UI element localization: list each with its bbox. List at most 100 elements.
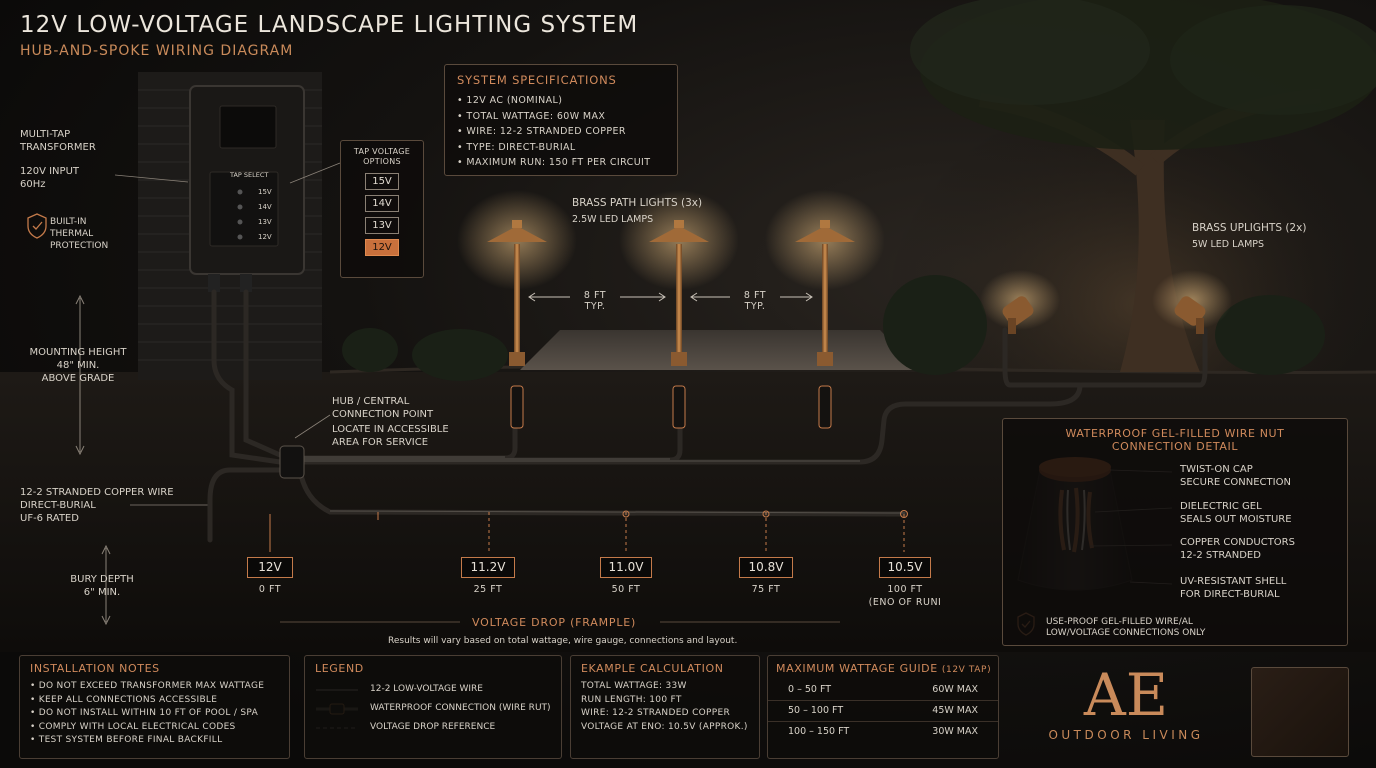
page-subtitle: HUB-AND-SPOKE WIRING DIAGRAM (20, 43, 294, 59)
install-heading: INSTALLATION NOTES (30, 662, 160, 675)
wattage-heading: MAXIMUM WATTAGE GUIDE (12V TAP) (776, 662, 992, 675)
wire-label: 12-2 STRANDED COPPER WIRE DIRECT-BURIAL … (20, 487, 174, 524)
tap-select-label: TAP SELECT (230, 171, 269, 179)
transformer-input: 120V INPUT 60Hz (20, 166, 79, 190)
install-note: • DO NOT INSTALL WITHIN 10 FT OF POOL / … (30, 708, 259, 718)
hub-connector (279, 445, 305, 479)
legend: LEGEND 12-2 LOW-VOLTAGE WIRE WATERPROOF C… (304, 655, 562, 759)
voltage-ticks (269, 510, 908, 552)
spec-item: • 12V AC (NOMINAL) (457, 95, 563, 106)
uplights-label: BRASS UPLIGHTS (2x) (1192, 222, 1307, 234)
wattage-max: 30W MAX (932, 726, 978, 737)
path-light-1 (457, 190, 577, 429)
wattage-row: 50 – 100 FT 45W MAX (768, 701, 998, 722)
distance-label: 50 FT (611, 584, 641, 595)
legend-item: VOLTAGE DROP REFERENCE (370, 722, 496, 732)
logo-badge (1251, 667, 1349, 757)
voltage-chip: 10.5V (879, 557, 931, 578)
calc-item: WIRE: 12-2 STRANDED COPPER (581, 708, 731, 718)
detail-heading: WATERPROOF GEL-FILLED WIRE NUT CONNECTIO… (1065, 427, 1285, 453)
wattage-max: 60W MAX (932, 684, 978, 695)
wattage-max: 45W MAX (932, 705, 978, 716)
legend-item: WATERPROOF CONNECTION (WIRE RUT) (370, 703, 551, 713)
brand-monogram: AE (1083, 661, 1169, 729)
tree (910, 0, 1376, 372)
legend-heading: LEGEND (315, 662, 364, 675)
detail-callout: COPPER CONDUCTORS 12-2 STRANDED (1180, 537, 1295, 561)
system-specifications: SYSTEM SPECIFICATIONS • 12V AC (NOMINAL)… (444, 64, 678, 176)
calc-item: RUN LENGTH: 100 FT (581, 694, 682, 705)
distance-label: 100 FT (ENO OF RUNI (868, 584, 942, 608)
wattage-range: 50 – 100 FT (788, 705, 844, 716)
detail-footnote: USE-PROOF GEL-FILLED WIRE/AL LOW/VOLTAGE… (1046, 617, 1206, 638)
thermal-protection: BUILT-IN THERMAL PROTECTION (50, 217, 109, 251)
spec-item: • TYPE: DIRECT-BURIAL (457, 141, 576, 153)
panel-tap-13: 13V (258, 218, 272, 226)
spacing-arrows (528, 292, 813, 302)
uplight-right (1152, 270, 1232, 334)
spec-item: • WIRE: 12-2 STRANDED COPPER (457, 126, 626, 137)
stone-path (520, 330, 918, 370)
shield-icon (27, 213, 47, 239)
transformer-label: MULTI-TAP TRANSFORMER (20, 129, 96, 153)
spec-item: • TOTAL WATTAGE: 60W MAX (457, 110, 606, 122)
transformer-box (189, 85, 305, 292)
path-light-3 (765, 190, 885, 429)
path-light-2 (619, 190, 739, 429)
leader-lines (114, 162, 341, 506)
distance-label: 0 FT (258, 584, 282, 595)
path-lights-label: BRASS PATH LIGHTS (3x) (572, 197, 703, 209)
spec-item: • MAXIMUM RUN: 150 FT PER CIRCUIT (457, 157, 651, 168)
spacing-label-2: 8 FT TYP. (743, 290, 767, 312)
distance-label: 75 FT (751, 584, 781, 595)
panel-tap-15: 15V (258, 188, 272, 196)
legend-item: 12-2 LOW-VOLTAGE WIRE (370, 684, 483, 694)
wattage-range: 0 – 50 FT (788, 684, 832, 695)
tap-option-13v: 13V (365, 217, 399, 234)
detail-callout: DIELECTRIC GEL SEALS OUT MOISTURE (1180, 501, 1292, 525)
detail-callout: UV-RESISTANT SHELL FOR DIRECT-BURIAL (1180, 576, 1287, 600)
calc-item: TOTAL WATTAGE: 33W (581, 681, 687, 691)
wire-nut-detail: WATERPROOF GEL-FILLED WIRE NUT CONNECTIO… (1002, 418, 1348, 646)
installation-notes: INSTALLATION NOTES • DO NOT EXCEED TRANS… (19, 655, 290, 759)
tap-options-list: 15V 14V 13V 12V (345, 173, 419, 256)
voltage-drop-title: VOLTAGE DROP (FRAMPLE) (472, 616, 637, 629)
install-note: • TEST SYSTEM BEFORE FINAL BACKFILL (30, 735, 223, 745)
mounting-dimension (75, 294, 111, 626)
path-lights-lamp: 2.5W LED LAMPS (572, 214, 654, 225)
brand: AE OUTDOOR LIVING (1030, 662, 1222, 742)
wattage-range: 100 – 150 FT (788, 726, 850, 737)
tap-voltage-options: TAP VOLTAGE OPTIONS 15V 14V 13V 12V (340, 140, 424, 278)
wattage-row: 0 – 50 FT 60W MAX (768, 680, 998, 701)
voltage-chip: 11.0V (600, 557, 652, 578)
bury-depth: BURY DEPTH 6" MIN. (70, 574, 134, 598)
specs-heading: SYSTEM SPECIFICATIONS (457, 73, 617, 87)
distance-label: 25 FT (473, 584, 503, 595)
shrubs (342, 275, 1325, 381)
uplights-lamp: 5W LED LAMPS (1192, 239, 1265, 250)
install-note: • KEEP ALL CONNECTIONS ACCESSIBLE (30, 694, 218, 705)
example-calculation: EKAMPLE CALCULATION TOTAL WATTAGE: 33W RU… (570, 655, 760, 759)
panel-tap-14: 14V (258, 203, 272, 211)
install-note: • DO NOT EXCEED TRANSFORMER MAX WATTAGE (30, 681, 265, 691)
tap-options-heading: TAP VOLTAGE OPTIONS (353, 147, 411, 166)
install-note: • COMPLY WITH LOCAL ELECTRICAL CODES (30, 721, 236, 732)
wattage-guide: MAXIMUM WATTAGE GUIDE (12V TAP) 0 – 50 F… (767, 655, 999, 759)
tap-option-15v: 15V (365, 173, 399, 190)
voltage-drop-note: Results will vary based on total wattage… (388, 636, 738, 646)
tap-option-14v: 14V (365, 195, 399, 212)
mounting-height: MOUNTING HEIGHT 48" MIN. ABOVE GRADE (29, 347, 127, 384)
calc-heading: EKAMPLE CALCULATION (581, 662, 724, 675)
voltage-chip: 12V (247, 557, 293, 578)
brand-name: OUTDOOR LIVING (1048, 728, 1204, 742)
page-title: 12V LOW-VOLTAGE LANDSCAPE LIGHTING SYSTE… (20, 12, 639, 38)
uplight-left (980, 270, 1060, 334)
tap-option-12v: 12V (365, 239, 399, 256)
specs-list: • 12V AC (NOMINAL) • TOTAL WATTAGE: 60W M… (457, 93, 665, 171)
wattage-row: 100 – 150 FT 30W MAX (768, 722, 998, 742)
hub-label: HUB / CENTRAL CONNECTION POINT (332, 396, 434, 420)
voltage-chip: 11.2V (461, 557, 515, 578)
wire-highlights (300, 456, 906, 514)
